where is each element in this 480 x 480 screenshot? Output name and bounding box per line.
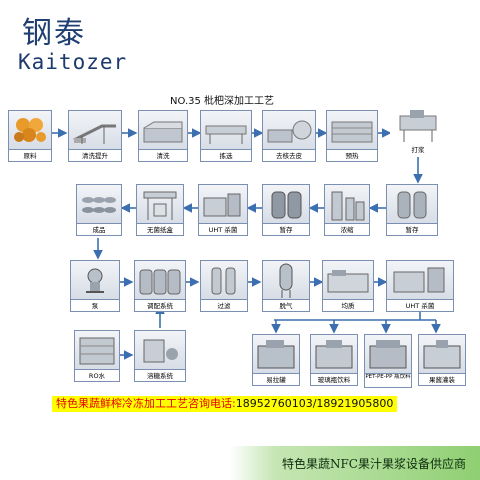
step-ro-water: RO水 [74,330,120,382]
contact-phones: 18952760103/18921905800 [235,397,394,410]
glass-filler-icon [314,338,354,372]
step-pump: 泵 [70,260,120,312]
step-pulp: 打浆 [390,104,446,156]
brand-logo-cn: 钢泰 [22,16,86,51]
footer-slogan: 特色果蔬NFC果汁果浆设备供应商 [281,457,466,471]
step-filter: 过滤 [200,260,248,312]
step-uht-2: UHT 杀菌 [386,260,454,312]
ro-system-icon [78,334,116,368]
step-label: UHT 杀菌 [386,300,454,312]
step-can: 易拉罐 [252,334,300,386]
step-jar: 果酱灌装 [418,334,466,386]
filter-icon [208,264,240,298]
homogenizer-icon [326,268,370,296]
brand-logo-en: Kaitozer [18,50,128,74]
uht-icon [392,266,448,296]
sorting-table-icon [204,120,248,146]
pump-icon [78,264,112,298]
blending-tanks-icon [138,264,182,298]
step-wash-lift: 清洗提升 [68,110,122,162]
step-label: PET-PE-PP 瓶饮料 [364,374,412,388]
step-label: 过滤 [200,300,248,312]
step-degas: 脱气 [262,260,310,312]
step-label: 玻璃瓶饮料 [310,374,358,386]
step-aseptic-bag: 无菌纸盒 [136,184,184,236]
step-label: UHT 杀菌 [198,224,248,236]
pet-filler-icon [368,338,408,372]
step-label: 泵 [70,300,120,312]
evaporator-icon [328,188,366,222]
fruit-image [14,116,46,144]
contact-prefix: 特色果蔬鲜榨冷冻加工工艺咨询电话: [56,397,236,410]
step-pet: PET-PE-PP 瓶饮料 [364,334,412,388]
step-peel: 去核去皮 [262,110,316,162]
step-label: 去核去皮 [262,150,316,162]
washer-icon [142,120,184,146]
step-label: 拣选 [200,150,252,162]
step-label: 原料 [8,150,52,162]
uht-icon [202,192,244,220]
step-label: RO水 [74,370,120,382]
sugar-dissolver-icon [140,334,180,368]
step-product: 成品 [76,184,122,236]
step-uht-1: UHT 杀菌 [198,184,248,236]
step-raw: 原料 [8,110,52,162]
step-label: 溶糖系统 [134,370,186,382]
step-label: 无菌纸盒 [136,224,184,236]
aseptic-filler-icon [140,188,180,222]
tank-icon [394,188,430,222]
step-label: 浓缩 [324,224,370,236]
step-label: 脱气 [262,300,310,312]
step-glass: 玻璃瓶饮料 [310,334,358,386]
step-label: 易拉罐 [252,374,300,386]
peeler-icon [266,118,312,146]
tank-icon [268,188,304,222]
can-filler-icon [256,338,296,372]
step-concentrate: 浓缩 [324,184,370,236]
step-homogenize: 均质 [322,260,374,312]
jar-filler-icon [422,338,462,372]
step-label: 果酱灌装 [418,374,466,386]
step-label: 打浆 [390,144,446,156]
step-label: 清洗 [138,150,188,162]
step-label: 暂存 [262,224,310,236]
step-preheat: 预热 [326,110,378,162]
conveyor-icon [72,120,118,144]
step-wash: 清洗 [138,110,188,162]
step-sugar: 溶糖系统 [134,330,186,382]
pulper-icon [396,108,440,142]
step-label: 清洗提升 [68,150,122,162]
step-label: 调配系统 [134,300,186,312]
step-label: 预热 [326,150,378,162]
footer-band [230,446,480,480]
step-blend: 调配系统 [134,260,186,312]
diagram-title: NO.35 枇杷深加工工艺 [170,96,275,107]
step-sort: 拣选 [200,110,252,162]
contact-banner: 特色果蔬鲜榨冷冻加工工艺咨询电话:18952760103/18921905800 [52,396,398,412]
deaerator-icon [270,262,302,298]
step-hold-2: 暂存 [386,184,438,236]
step-label: 成品 [76,224,122,236]
step-hold-1: 暂存 [262,184,310,236]
preheater-icon [330,118,374,146]
step-label: 暂存 [386,224,438,236]
drums-icon [80,190,118,220]
step-label: 均质 [322,300,374,312]
